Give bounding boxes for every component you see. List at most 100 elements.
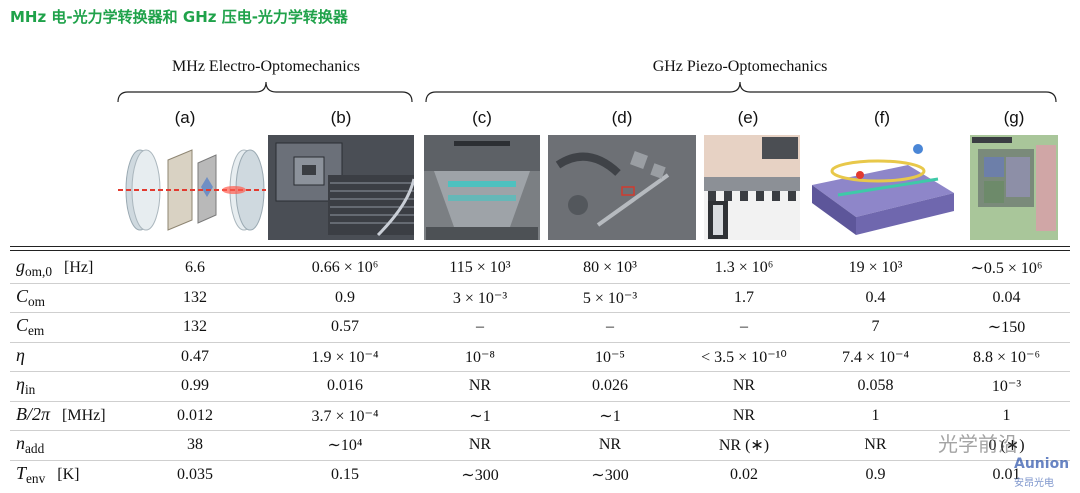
cell-e: – [680, 312, 808, 343]
cell-f: 0.058 [808, 371, 943, 402]
panel-label-b: (b) [330, 108, 352, 127]
cell-a: 132 [120, 312, 270, 343]
row-header: Com [10, 283, 120, 313]
row-subscript: om [28, 293, 46, 309]
row-symbol: C [16, 285, 29, 306]
group-label-mhz: MHz Electro-Optomechanics [172, 58, 360, 75]
cell-d: ∼1 [540, 401, 680, 431]
row-subscript: add [25, 441, 45, 457]
row-symbol: η [16, 374, 25, 395]
cell-c: ∼300 [461, 466, 499, 484]
brace-mhz [117, 81, 413, 103]
cell-g: 8.8 × 10⁻⁶ [943, 342, 1070, 372]
cell-g: ∼150 [943, 312, 1070, 343]
row-subscript: env [26, 470, 46, 486]
cell-c: 10⁻⁸ [420, 342, 540, 372]
cell-c: – [420, 312, 540, 343]
cell-a: 0.99 [120, 371, 270, 402]
cell-d: – [540, 312, 680, 343]
cell-b: 0.016 [270, 371, 420, 402]
row-header: B/2π [MHz] [10, 401, 120, 431]
cell-g: 1 [943, 401, 1070, 431]
panel-label-e: (e) [737, 108, 759, 127]
cell-g: 0 (∗) [943, 430, 1070, 461]
row-subscript: in [24, 382, 36, 398]
cell-e: 1.7 [680, 283, 808, 313]
group-braces [117, 81, 1057, 103]
row-header: η [10, 342, 120, 372]
cell-e: NR [680, 371, 808, 402]
cell-a: 0.035 [177, 465, 213, 483]
row-symbol: B/2π [16, 403, 51, 424]
cell-d: 80 × 10³ [540, 254, 680, 284]
brace-ghz [425, 81, 1057, 103]
panel-label-a: (a) [174, 108, 196, 127]
group-label-ghz: GHz Piezo-Optomechanics [652, 58, 828, 75]
row-header: nadd [10, 430, 120, 461]
table-top-rule-2 [10, 250, 1070, 251]
cell-f: 1 [808, 401, 943, 431]
panel-label-g: (g) [1003, 108, 1025, 127]
cell-e: NR (∗) [680, 430, 808, 461]
cell-e: < 3.5 × 10⁻¹⁰ [680, 342, 808, 372]
table-row: nadd 38 ∼10⁴ NR NR NR (∗) NR 0 (∗) [10, 430, 1070, 461]
cell-e: NR [680, 401, 808, 431]
panel-b-image [268, 135, 414, 240]
row-symbol: C [16, 315, 29, 336]
cell-a: 132 [120, 283, 270, 313]
cell-f: 0.9 [865, 465, 886, 483]
row-unit: [MHz] [62, 406, 106, 424]
cell-b: ∼10⁴ [270, 430, 420, 461]
cell-f: 7 [808, 312, 943, 343]
panel-f-image [808, 135, 958, 240]
cell-c: NR [420, 371, 540, 402]
cell-c: 115 × 10³ [420, 254, 540, 284]
cell-c: ∼1 [420, 401, 540, 431]
table-row: η 0.47 1.9 × 10⁻⁴ 10⁻⁸ 10⁻⁵ < 3.5 × 10⁻¹… [10, 342, 1070, 372]
table-row: ηin 0.99 0.016 NR 0.026 NR 0.058 10⁻³ [10, 371, 1070, 402]
row-symbol: T [16, 462, 27, 483]
cell-g: 10⁻³ [943, 371, 1070, 402]
cell-e: 1.3 × 10⁶ [680, 254, 808, 284]
cell-g: ∼0.5 × 10⁶ [943, 254, 1070, 284]
cell-g: 0.04 [943, 283, 1070, 313]
cell-b: 0.57 [270, 312, 420, 343]
cell-b: 0.9 [270, 283, 420, 313]
row-header: gom,0[Hz] [10, 254, 120, 284]
panel-e-image [704, 135, 800, 240]
cell-f: NR [808, 430, 943, 461]
row-header: Tenv [K] [10, 460, 120, 489]
panel-label-d: (d) [611, 108, 633, 127]
panel-c-image [424, 135, 540, 240]
cell-f: 7.4 × 10⁻⁴ [808, 342, 943, 372]
parameter-table: gom,0[Hz] 6.6 0.66 × 10⁶ 115 × 10³ 80 × … [10, 254, 1070, 489]
row-header: ηin [10, 371, 120, 402]
table-row: B/2π[MHz] 0.012 3.7 × 10⁻⁴ ∼1 ∼1 NR 1 1 [10, 401, 1070, 431]
cell-d: NR [540, 430, 680, 461]
cell-b: 1.9 × 10⁻⁴ [270, 342, 420, 372]
row-symbol: η [16, 344, 25, 365]
cell-c: 3 × 10⁻³ [420, 283, 540, 313]
table-row: Com 132 0.9 3 × 10⁻³ 5 × 10⁻³ 1.7 0.4 0.… [10, 283, 1070, 313]
row-header: Cem [10, 312, 120, 343]
row-symbol: n [16, 433, 25, 454]
panel-d-image [548, 135, 696, 240]
cell-a: 0.47 [120, 342, 270, 372]
table-row: Cem 132 0.57 – – – 7 ∼150 [10, 312, 1070, 343]
row-symbol: g [16, 256, 25, 277]
table-top-rule [10, 246, 1070, 247]
panel-label-c: (c) [472, 108, 492, 127]
cell-d: ∼300 [591, 466, 629, 484]
table-row: gom,0[Hz] 6.6 0.66 × 10⁶ 115 × 10³ 80 × … [10, 254, 1070, 284]
cell-b: 3.7 × 10⁻⁴ [270, 401, 420, 431]
row-unit: [K] [57, 465, 80, 483]
cell-b: 0.15 [331, 465, 359, 483]
cell-f: 19 × 10³ [808, 254, 943, 284]
cell-d: 10⁻⁵ [540, 342, 680, 372]
panel-label-f: (f) [873, 108, 891, 127]
cell-g: 0.01 [992, 465, 1021, 483]
cell-a: 38 [120, 430, 270, 461]
cell-d: 0.026 [540, 371, 680, 402]
cell-e: 0.02 [730, 465, 758, 483]
cell-b: 0.66 × 10⁶ [270, 254, 420, 284]
